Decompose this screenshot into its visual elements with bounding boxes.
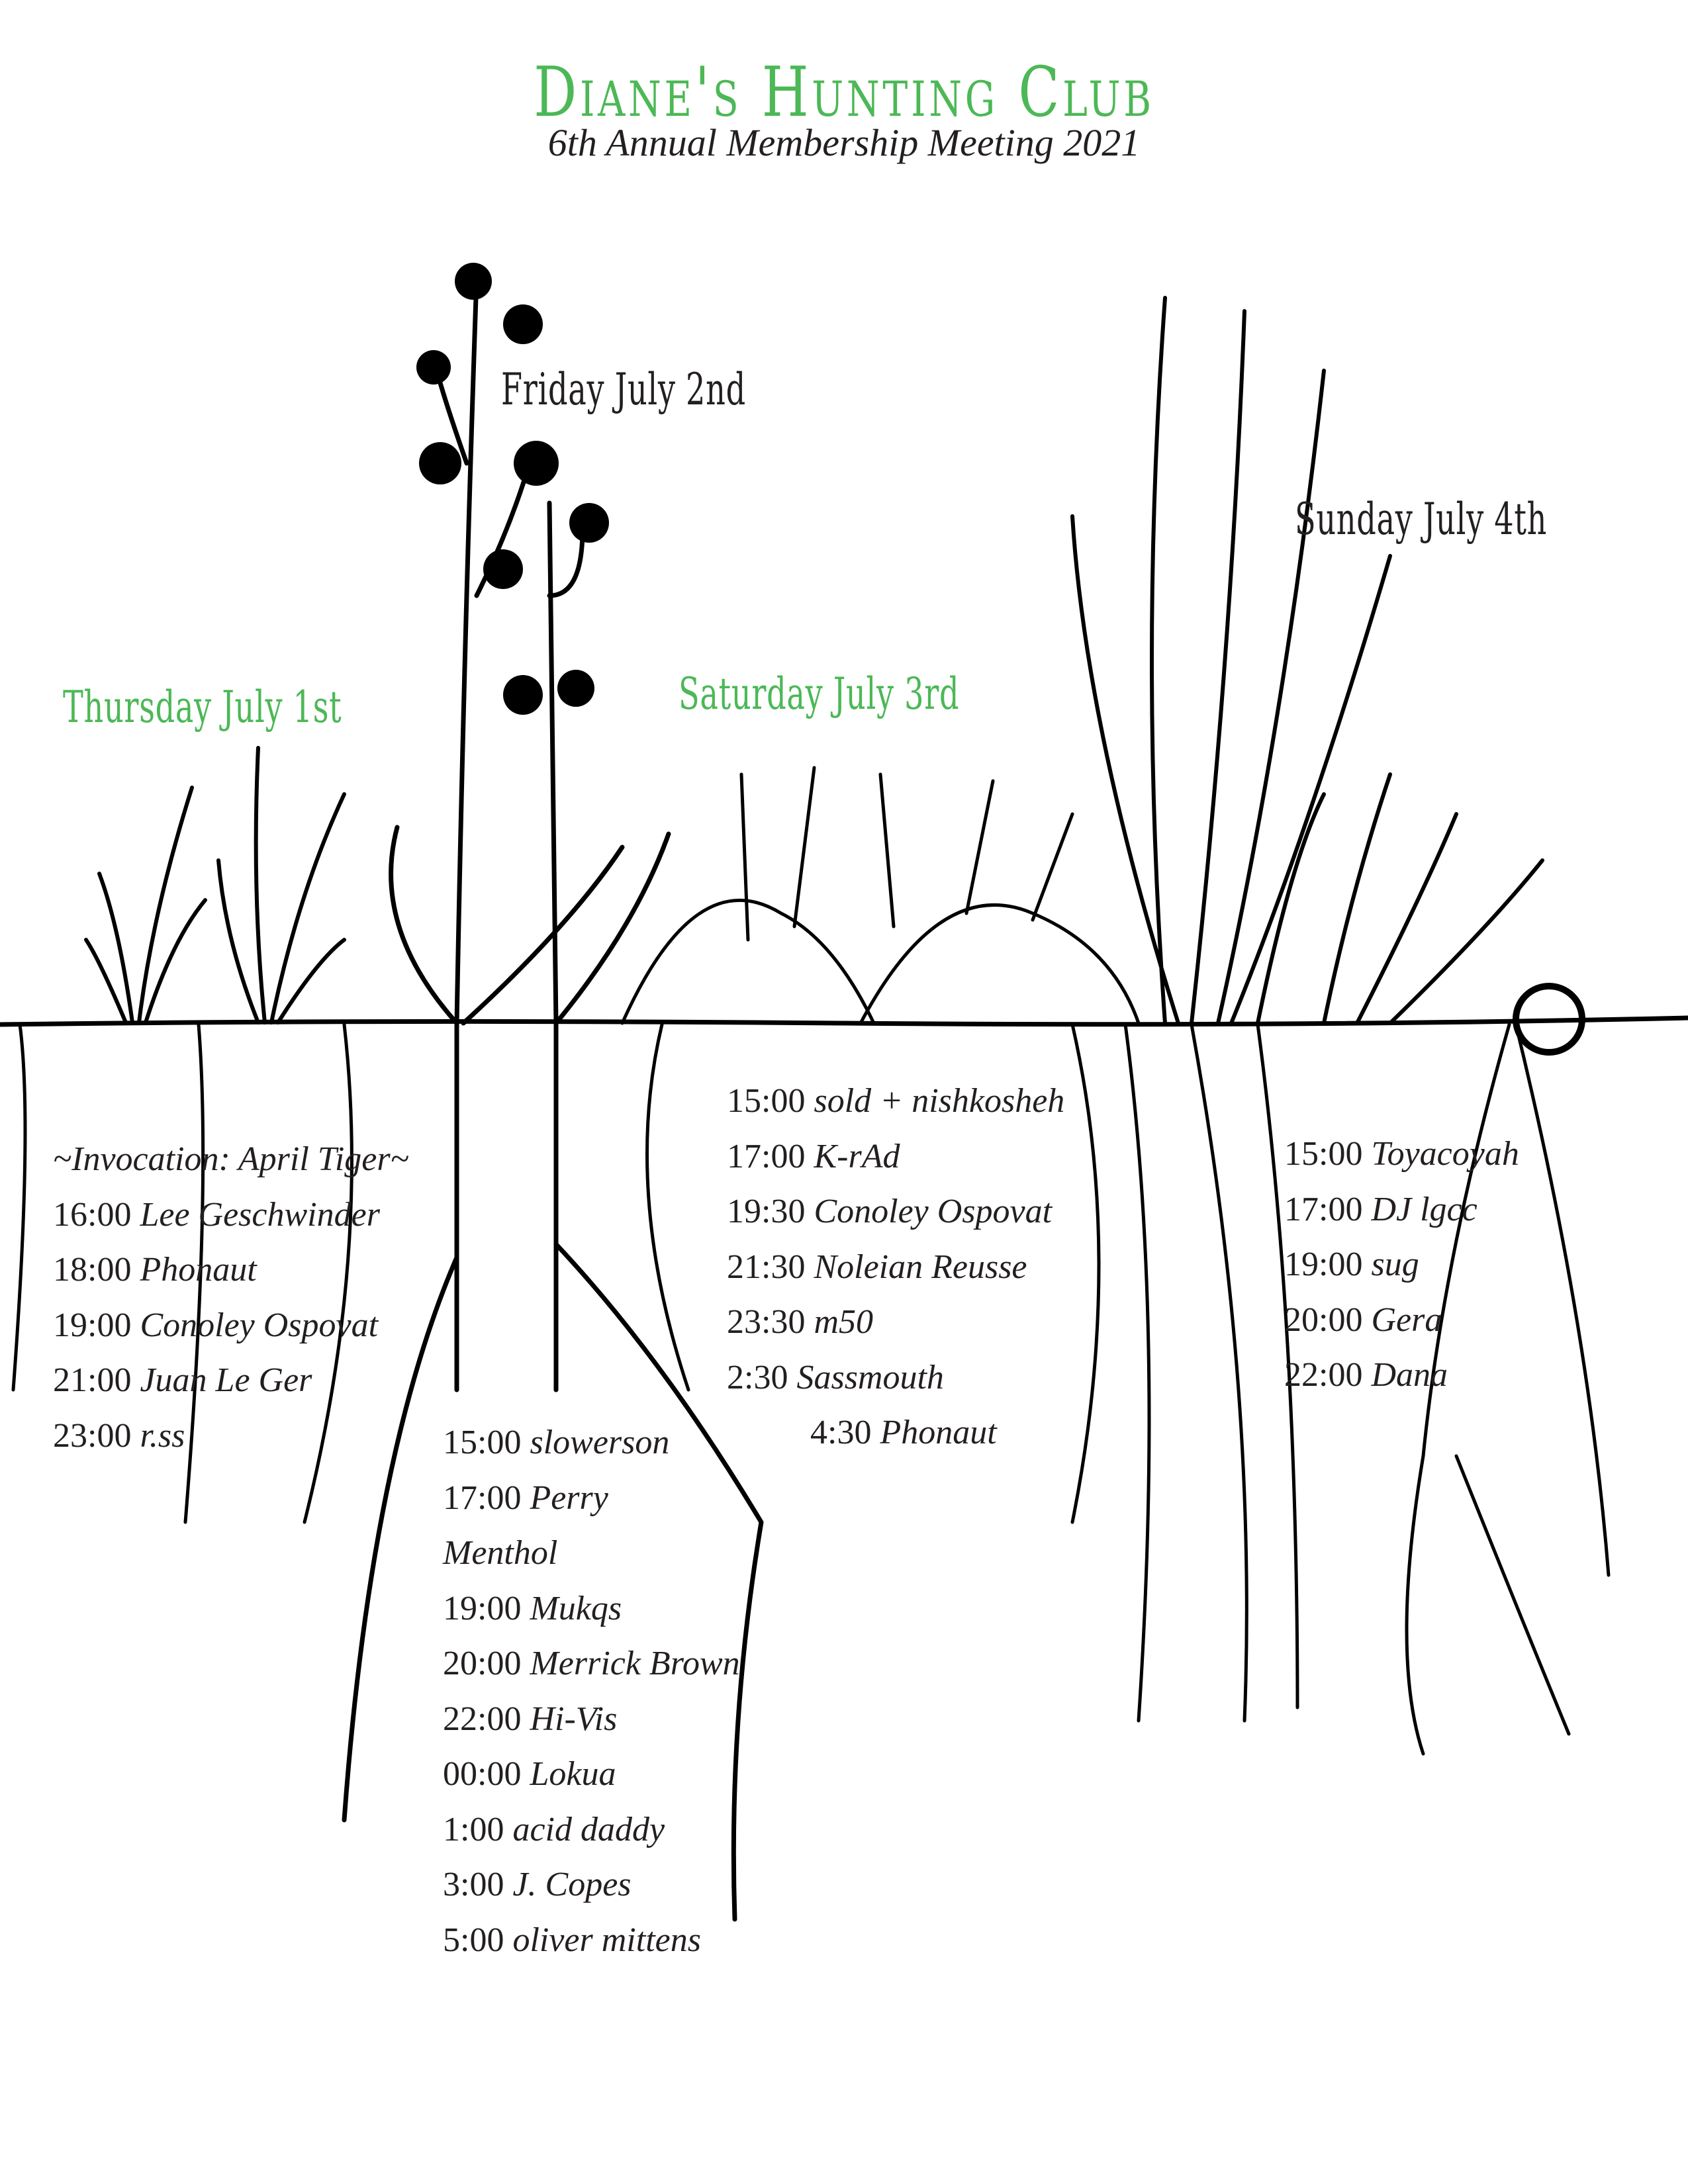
page-title: Diane's Hunting Club (534, 52, 1154, 132)
performer-name: Noleian Reusse (814, 1248, 1027, 1286)
grass-clump-thursday (84, 746, 346, 1024)
lineup-item: 19:30 Conoley Ospovat (727, 1184, 1064, 1240)
performer-name: Conoley Ospovat (814, 1193, 1053, 1230)
performer-name: sold + nishkosheh (814, 1082, 1065, 1120)
lineup-friday: 15:00 slowerson 17:00 Perry Menthol 19:0… (443, 1415, 740, 1968)
performer-name: Phonaut (140, 1251, 257, 1289)
performer-name: Toyacoyah (1371, 1135, 1519, 1173)
performer-name: ~Invocation: April Tiger~ (53, 1140, 409, 1178)
performer-name: Sassmouth (796, 1358, 944, 1396)
performer-name: sug (1371, 1246, 1419, 1283)
lineup-item: 21:30 Noleian Reusse (727, 1240, 1064, 1295)
performer-name: DJ lgcc (1371, 1190, 1477, 1228)
performer-name: m50 (814, 1303, 874, 1341)
set-time: 22:00 (1284, 1356, 1363, 1394)
lineup-item: 17:00 Perry (443, 1471, 740, 1526)
performer-name: Perry (530, 1479, 608, 1517)
performer-name: Juan Le Ger (140, 1361, 312, 1399)
set-time: 19:00 (443, 1589, 522, 1627)
performer-name: acid daddy (512, 1810, 665, 1848)
lineup-item: 19:00 Conoley Ospovat (53, 1298, 409, 1353)
set-time: 21:30 (727, 1248, 806, 1286)
lineup-item: 23:00 r.ss (53, 1408, 409, 1464)
day-heading-saturday: Saturday July 3rd (679, 668, 960, 719)
lineup-item: 2:30 Sassmouth (727, 1350, 1064, 1406)
set-time: 17:00 (1284, 1190, 1363, 1228)
set-time: 22:00 (443, 1700, 522, 1738)
lineup-item: Menthol (443, 1525, 740, 1581)
set-time: 20:00 (1284, 1300, 1363, 1339)
set-time: 00:00 (443, 1755, 522, 1793)
lineup-item: 20:00 Merrick Brown (443, 1636, 740, 1692)
lineup-item: 15:00 slowerson (443, 1415, 740, 1471)
lineup-item: 17:00 DJ lgcc (1284, 1182, 1519, 1238)
performer-name: Conoley Ospovat (140, 1306, 379, 1344)
performer-name: Gera (1371, 1300, 1442, 1339)
performer-name: oliver mittens (512, 1921, 701, 1959)
lineup-item: 21:00 Juan Le Ger (53, 1353, 409, 1408)
page-subtitle: 6th Annual Membership Meeting 2021 (547, 121, 1141, 164)
performer-name: Lee Geschwinder (140, 1195, 380, 1234)
performer-name: Dana (1371, 1356, 1448, 1394)
flower-stems-friday (342, 275, 764, 1922)
performer-name: Mukqs (530, 1589, 622, 1627)
set-time: 16:00 (53, 1195, 132, 1234)
grass-mounds-saturday (620, 766, 1141, 1025)
day-heading-sunday: Sunday July 4th (1295, 494, 1548, 545)
ground-line (0, 1015, 1688, 1027)
set-time: 21:00 (53, 1361, 132, 1399)
lineup-item: 23:30 m50 (727, 1295, 1064, 1350)
performer-name: slowerson (530, 1424, 670, 1461)
set-time: 15:00 (1284, 1135, 1363, 1173)
flower-heads (416, 263, 609, 715)
roots (11, 1023, 1611, 1756)
lineup-item: 19:00 Mukqs (443, 1581, 740, 1637)
day-heading-friday: Friday July 2nd (501, 364, 746, 415)
lineup-sunday: 15:00 Toyacoyah 17:00 DJ lgcc 19:00 sug … (1284, 1126, 1519, 1403)
lineup-item: ~Invocation: April Tiger~ (53, 1132, 409, 1187)
lineup-item: 19:00 sug (1284, 1237, 1519, 1293)
lineup-item: 17:00 K-rAd (727, 1129, 1064, 1185)
set-time: 4:30 (810, 1414, 872, 1451)
lineup-saturday: 15:00 sold + nishkosheh 17:00 K-rAd 19:3… (727, 1073, 1064, 1461)
set-time: 19:00 (53, 1306, 132, 1344)
performer-name: J. Copes (512, 1866, 632, 1903)
lineup-item: 00:00 Lokua (443, 1747, 740, 1802)
set-time: 19:00 (1284, 1246, 1363, 1283)
set-time: 17:00 (727, 1137, 806, 1175)
performer-name: Merrick Brown (530, 1645, 740, 1682)
lineup-item: 15:00 sold + nishkosheh (727, 1073, 1064, 1129)
set-time: 1:00 (443, 1810, 504, 1848)
set-time: 17:00 (443, 1479, 522, 1517)
lineup-item: 20:00 Gera (1284, 1293, 1519, 1348)
lineup-item: 22:00 Dana (1284, 1347, 1519, 1403)
lineup-item: 18:00 Phonaut (53, 1242, 409, 1298)
performer-name: Lokua (530, 1755, 616, 1793)
lineup-item: 1:00 acid daddy (443, 1802, 740, 1858)
day-heading-thursday: Thursday July 1st (63, 682, 342, 733)
set-time: 18:00 (53, 1251, 132, 1289)
set-time: 23:30 (727, 1303, 806, 1341)
lineup-item: 5:00 oliver mittens (443, 1913, 740, 1968)
performer-name: K-rAd (814, 1137, 900, 1175)
lineup-item: 16:00 Lee Geschwinder (53, 1187, 409, 1243)
grass-tall-sunday (1070, 296, 1585, 1056)
lineup-item: 3:00 J. Copes (443, 1857, 740, 1913)
lineup-item: 22:00 Hi-Vis (443, 1692, 740, 1747)
set-time: 19:30 (727, 1193, 806, 1230)
lineup-thursday: ~Invocation: April Tiger~ 16:00 Lee Gesc… (53, 1132, 409, 1463)
set-time: 23:00 (53, 1416, 132, 1455)
lineup-item: 15:00 Toyacoyah (1284, 1126, 1519, 1182)
set-time: 20:00 (443, 1645, 522, 1682)
performer-name: Phonaut (880, 1414, 997, 1451)
set-time: 5:00 (443, 1921, 504, 1959)
set-time: 3:00 (443, 1866, 504, 1903)
performer-name: Menthol (443, 1534, 558, 1572)
set-time: 15:00 (443, 1424, 522, 1461)
set-time: 15:00 (727, 1082, 806, 1120)
performer-name: Hi-Vis (530, 1700, 618, 1738)
set-time: 2:30 (727, 1358, 788, 1396)
lineup-item: 4:30 Phonaut (727, 1405, 1064, 1461)
performer-name: r.ss (140, 1416, 185, 1455)
